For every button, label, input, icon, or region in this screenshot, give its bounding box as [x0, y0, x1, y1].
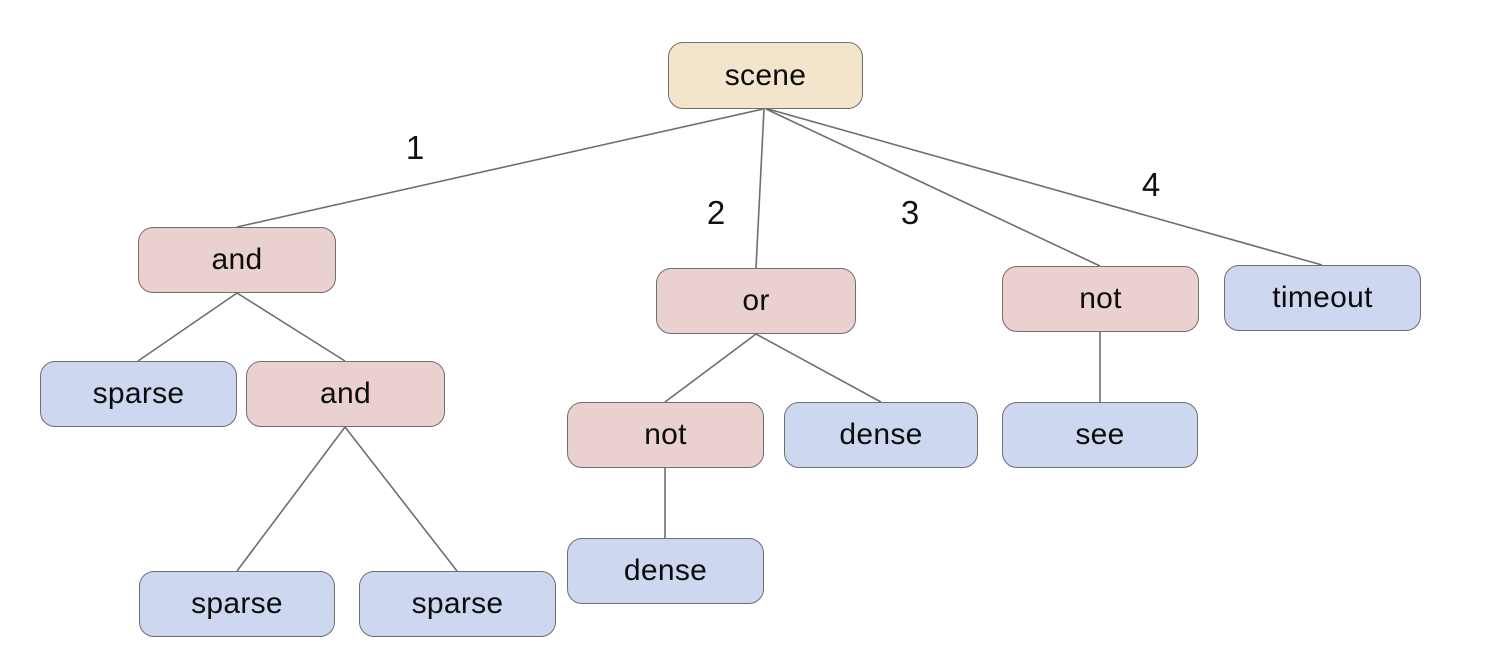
node-not-1: not: [1002, 266, 1199, 332]
edge-and2-sparse: [236, 426, 346, 572]
node-scene: scene: [668, 42, 863, 109]
edge-scene-or: [755, 108, 765, 269]
edge-and-sparse: [137, 292, 238, 362]
edge-or-not: [664, 333, 757, 403]
node-timeout: timeout: [1224, 265, 1421, 331]
node-sparse-2: sparse: [139, 571, 335, 637]
node-see: see: [1002, 402, 1198, 468]
node-or: or: [656, 268, 856, 334]
node-and-1: and: [138, 227, 336, 293]
edge-and2-sparse2: [344, 426, 458, 572]
node-and-2: and: [246, 361, 445, 427]
node-sparse-3: sparse: [359, 571, 556, 637]
node-not-2: not: [567, 402, 764, 468]
edge-label-3: 3: [900, 194, 920, 231]
node-dense-2: dense: [567, 538, 764, 604]
edge-scene-timeout: [767, 108, 1323, 266]
node-dense-1: dense: [784, 402, 978, 468]
edge-label-4: 4: [1141, 166, 1161, 203]
edge-label-1: 1: [405, 129, 425, 166]
edge-scene-and: [236, 108, 764, 228]
edge-and-and: [236, 292, 346, 362]
edge-label-2: 2: [706, 194, 726, 231]
node-sparse-1: sparse: [40, 361, 237, 427]
edge-or-dense: [755, 333, 882, 403]
edge-scene-not: [765, 108, 1101, 267]
